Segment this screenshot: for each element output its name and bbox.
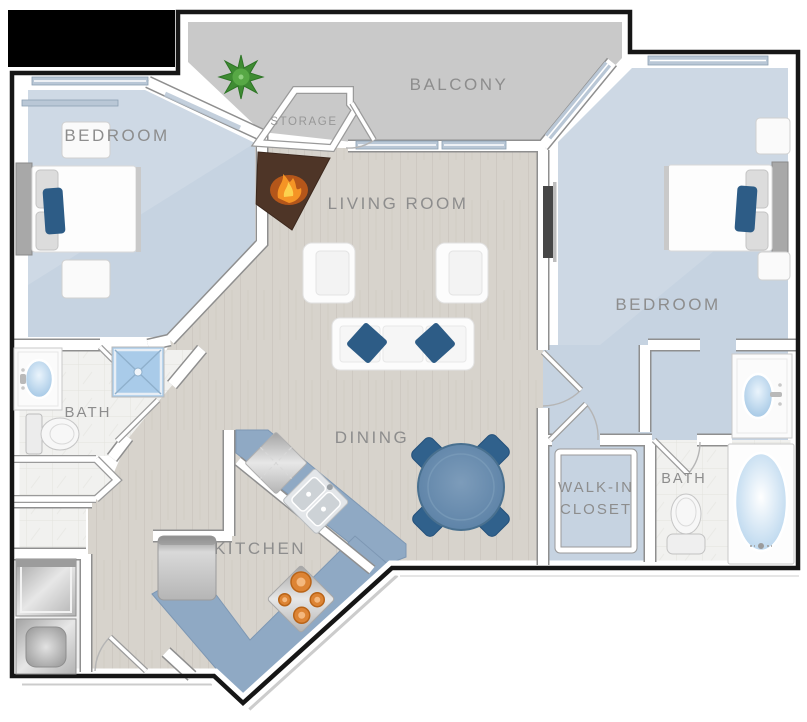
nightstand (61, 259, 111, 299)
room-label-dining: DINING (335, 428, 410, 447)
kitchen-sink (283, 468, 349, 534)
accent-pillow (347, 323, 387, 363)
bedroom-right-door (540, 349, 584, 407)
room-label-walk-in-closet-line2: CLOSET (560, 501, 632, 518)
toilet-bowl (40, 417, 80, 451)
windows (21, 55, 769, 150)
furniture (13, 54, 795, 675)
dryer (15, 618, 77, 675)
bath-right-vanity (731, 353, 793, 439)
dining-table (417, 443, 505, 531)
bedroom-right-floor (543, 68, 788, 440)
sofa (331, 317, 475, 371)
headboard (771, 161, 789, 255)
toilet-tank (666, 533, 706, 555)
balcony-floor (188, 22, 622, 142)
walk-in-closet-door (547, 401, 599, 443)
toilet-tank (25, 413, 43, 455)
fireplace (255, 151, 331, 231)
footboard (136, 167, 141, 252)
hall-tile-floor (14, 504, 86, 554)
bath-right-door (651, 437, 701, 477)
bedroom-right-corner-window (544, 61, 612, 140)
room-label-bath-right: BATH (661, 471, 707, 487)
dishwasher (245, 432, 307, 494)
faucet (326, 484, 333, 491)
footboard (664, 166, 669, 250)
balcony-plant (217, 54, 265, 100)
logo-block (8, 10, 175, 67)
accent-pillow (42, 187, 66, 235)
flame-inner (283, 182, 294, 197)
room-label-balcony: BALCONY (410, 75, 509, 94)
room-labels: BEDROOM BALCONY STORAGE LIVING ROOM BEDR… (64, 75, 720, 558)
bed-left (15, 162, 141, 256)
washer (15, 558, 77, 617)
walk-in-closet-floor (545, 440, 645, 562)
walk-in-closet-shelving-outline (554, 448, 638, 554)
cooktop (267, 565, 335, 633)
tv-bedroom-right (543, 182, 557, 262)
bedroom-left-corner-window (163, 91, 242, 131)
accent-pillow (734, 185, 758, 233)
storage-door (345, 101, 377, 149)
toilet-left (25, 413, 80, 455)
sink (741, 372, 775, 420)
toilet-right (666, 493, 706, 555)
entry-door (94, 634, 149, 674)
sink (23, 358, 55, 400)
headboard (15, 162, 33, 256)
armchair (302, 242, 356, 304)
room-label-storage: STORAGE (270, 116, 337, 128)
bed-right (664, 161, 789, 255)
armchair (435, 242, 489, 304)
room-label-living-room: LIVING ROOM (328, 194, 469, 213)
linen-closet-floor (14, 462, 117, 498)
room-label-kitchen: KITCHEN (214, 539, 306, 558)
nightstand (61, 121, 111, 159)
dryer-door (25, 626, 67, 668)
nightstand (757, 251, 791, 281)
dining-set (411, 434, 510, 537)
toilet-bowl (670, 493, 702, 535)
faucet (770, 392, 782, 397)
faucet (20, 374, 26, 384)
bedroom-left-bay-inner-sill (21, 99, 119, 107)
shower-drain (133, 367, 143, 377)
room-label-bath-left: BATH (65, 404, 112, 421)
bath-left-door (114, 397, 161, 444)
bath-left-vanity (13, 347, 63, 411)
tub-basin (733, 451, 789, 553)
accent-pillow (415, 323, 455, 363)
nightstand (755, 117, 791, 155)
refrigerator (157, 535, 217, 601)
room-label-walk-in-closet-line1: WALK-IN (558, 479, 634, 496)
room-label-bedroom-left: BEDROOM (64, 126, 169, 145)
shower (111, 346, 165, 398)
room-label-bedroom-right: BEDROOM (615, 295, 720, 314)
tub-faucet (758, 543, 764, 549)
bathtub (727, 443, 795, 565)
